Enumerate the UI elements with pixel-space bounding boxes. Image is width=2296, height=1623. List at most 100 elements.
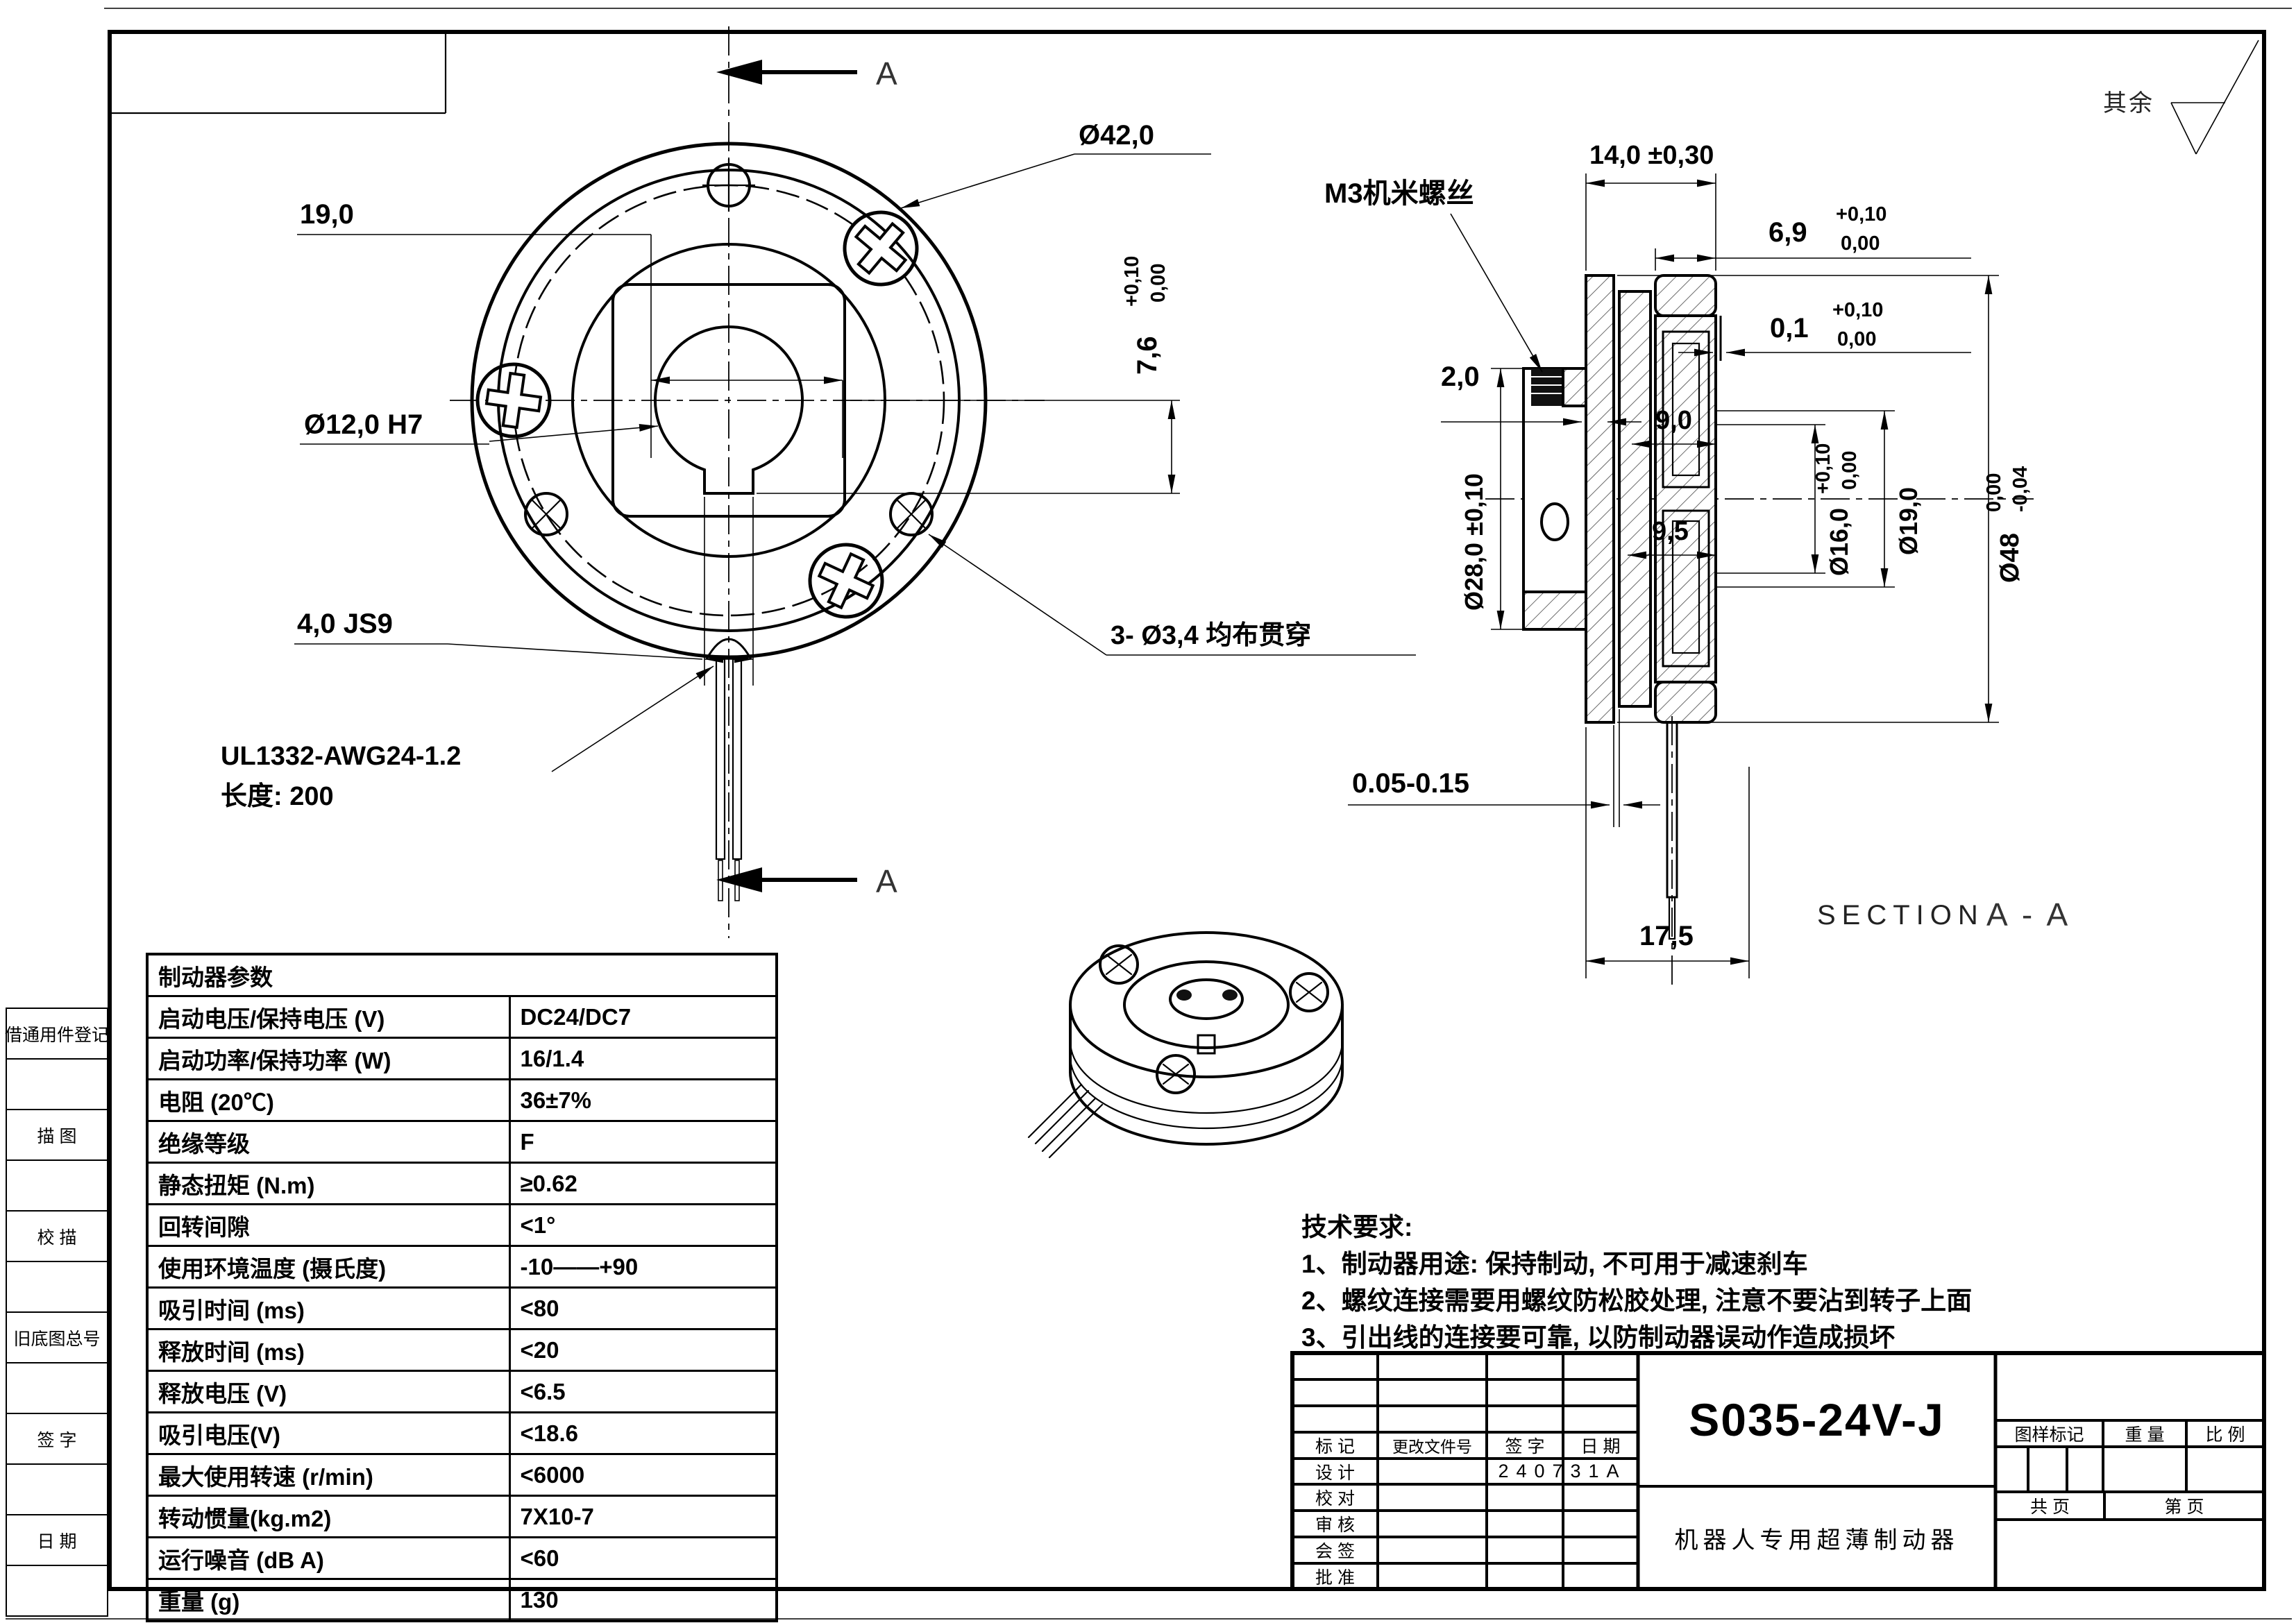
dim-9: 9,0 [1655,406,1692,435]
margin-cell-empty [7,1261,107,1311]
tb-weight-header: 重 量 [2125,1425,2165,1445]
tech-req-item: 2、螺纹连接需要用螺纹防松胶处理, 注意不要沾到转子上面 [1301,1286,1973,1315]
param-label: 转动惯量(kg.m2) [146,1495,511,1538]
lead-wire-2 [732,658,743,860]
brake-parameters-table: 制动器参数 启动电压/保持电压 (V)DC24/DC7 启动功率/保持功率 (W… [146,953,778,1622]
hole-small-left [524,492,568,536]
dim-69: 6,9 [1769,217,1807,248]
front-view-dimensions: Ø42,0 19,0 Ø12,0 H7 4,0 JS9 7,6 +0,10 0,… [221,56,1416,899]
svg-text:Ø16,0: Ø16,0 [1825,508,1853,576]
margin-label: 旧底图总号 [7,1311,107,1362]
margin-label: 日 期 [7,1514,107,1565]
section-arrow-bottom: A [716,863,897,899]
iso-top-face [1069,931,1344,1078]
svg-text:7,6: 7,6 [1132,336,1163,375]
section-view-dimensions: 14,0 ±0,30 M3机米螺丝 6,9 +0,10 0,00 0,1 +0,… [1324,141,2071,978]
param-value: <6.5 [508,1370,778,1413]
param-value: F [508,1120,778,1164]
iso-screw-2 [1289,972,1329,1012]
border-frame [108,30,2266,1591]
isometric-view [1027,931,1344,1159]
product-name: 机器人专用超薄制动器 [1674,1527,1959,1554]
rotor-cap-top [1654,274,1717,317]
param-value: <20 [508,1328,778,1372]
dim-2: 2,0 [1441,362,1480,392]
tb-header-mark: 标 记 [1315,1437,1355,1456]
param-label: 吸引电压(V) [146,1411,511,1455]
param-value: -10——+90 [508,1245,778,1289]
iso-screw-1 [1099,944,1139,985]
stator-flange [1585,274,1615,724]
margin-label: 签 字 [7,1413,107,1463]
title-block-grid [1290,1351,2266,1591]
screw-phillips-large-2 [808,543,884,619]
tb-header-changefile: 更改文件号 [1392,1438,1472,1456]
param-label: 运行噪音 (dB A) [146,1536,511,1580]
rotor-square [611,283,846,518]
svg-text:0,00: 0,00 [1839,451,1861,490]
tb-header-date: 日 期 [1580,1437,1621,1456]
tb-row-audit: 审 核 [1315,1515,1355,1535]
param-value: <18.6 [508,1411,778,1455]
param-value: 16/1.4 [508,1037,778,1080]
dim-19: 19,0 [300,199,354,230]
dim-dia16: Ø16,0 +0,10 0,00 [1812,443,1861,576]
armature-plate [1618,290,1652,708]
surface-finish-mark: 其余 [2103,40,2259,155]
tb-row-design: 设 计 [1315,1463,1355,1483]
margin-label: 校 描 [7,1210,107,1261]
tb-row-countersign: 会 签 [1315,1542,1355,1561]
param-label: 吸引时间 (ms) [146,1286,511,1330]
param-label: 静态扭矩 (N.m) [146,1162,511,1205]
tech-req-item: 3、引出线的连接要可靠, 以防制动器误动作造成损坏 [1301,1323,1896,1352]
tb-scale-header: 比 例 [2205,1425,2245,1445]
rotor-body [1654,314,1717,683]
iso-wires [1027,1083,1104,1159]
svg-text:+0,10: +0,10 [1832,299,1883,321]
screw-phillips-large-1 [843,210,919,287]
svg-text:0,00: 0,00 [1147,264,1170,303]
param-value: ≥0.62 [508,1162,778,1205]
dim-14: 14,0 ±0,30 [1589,141,1714,170]
screw-small-top [702,159,755,212]
dim-holes: 3- Ø3,4 均布贯穿 [1111,621,1311,650]
dim-outer-dia: Ø42,0 [1079,120,1154,151]
tb-header-sign: 签 字 [1505,1437,1545,1456]
param-label: 释放时间 (ms) [146,1328,511,1372]
param-label: 绝缘等级 [146,1120,511,1164]
section-arrow-top: A [716,56,897,92]
set-screw-label: M3机米螺丝 [1324,178,1474,209]
margin-cell-empty [7,1159,107,1210]
dim-gap: 0.05-0.15 [1352,768,1469,799]
param-value: 130 [508,1578,778,1622]
tb-design-code: 240731A [1498,1461,1627,1481]
svg-text:+0,10: +0,10 [1121,256,1143,307]
svg-text:A: A [876,56,897,92]
iso-keyway [1197,1034,1216,1055]
svg-text:A: A [876,863,897,899]
wire-hole [1540,502,1569,541]
param-value: 7X10-7 [508,1495,778,1538]
param-label: 最大使用转速 (r/min) [146,1453,511,1497]
technical-requirements: 技术要求: 1、制动器用途: 保持制动, 不可用于减速刹车 2、螺纹连接需要用螺… [1301,1209,1972,1356]
dim-76: 7,6 +0,10 0,00 [1121,256,1170,375]
dim-dia48: Ø48 0,00 -0,04 [1983,466,2032,583]
coil-window-bottom [1662,509,1710,668]
param-value: <80 [508,1286,778,1330]
param-value: <60 [508,1536,778,1580]
param-value: DC24/DC7 [508,995,778,1039]
section-title-ref: A - A [1986,897,2071,933]
tech-req-item: 1、制动器用途: 保持制动, 不可用于减速刹车 [1301,1250,1808,1278]
tb-pages-total: 共 页 [2030,1497,2070,1517]
margin-label: 描 图 [7,1109,107,1159]
surface-finish-label: 其余 [2103,90,2154,117]
dim-bore: Ø12,0 H7 [304,409,423,440]
svg-text:Ø28,0 ±0,10: Ø28,0 ±0,10 [1460,473,1488,611]
hole-small-right [889,492,934,536]
section-title: SECTION [1817,900,1984,931]
param-label: 启动功率/保持功率 (W) [146,1037,511,1080]
tb-row-approve: 批 准 [1315,1567,1355,1588]
lead-wire-1 [715,658,726,860]
margin-cell-empty [7,1058,107,1109]
